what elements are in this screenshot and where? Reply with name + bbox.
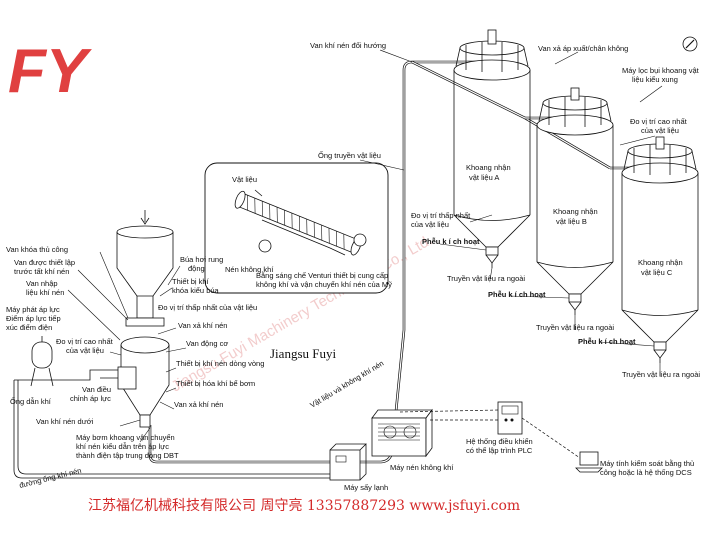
label-may-bom-1: Máy bơm khoang vận chuyển xyxy=(76,433,175,442)
label-van-dieu-1: Van điều xyxy=(82,385,111,394)
label-may-tinh-2: công hoặc là hệ thống DCS xyxy=(600,468,692,477)
leader-lines xyxy=(67,49,663,443)
refrigerated-dryer xyxy=(329,443,367,481)
label-van-nhap-1: Van nhập xyxy=(26,279,58,288)
label-may-phat-1: Máy phát áp lực xyxy=(6,305,60,314)
label-venturi-1: Bằng sáng chế Venturi thiết bị cung cấp xyxy=(256,271,388,280)
label-thiet-bi-khi-nen-dong-vong: Thiết bị khí nén dòng vòng xyxy=(176,359,264,368)
silo-a-name-line1: Khoang nhận xyxy=(466,163,511,172)
label-may-loc-bui-1: Máy lọc bụi khoang vật xyxy=(622,66,700,75)
label-bua-hoi-2: động xyxy=(188,264,205,273)
label-do-vi-tri-thap-a-1: Đo vị trí thấp nhất xyxy=(411,211,471,220)
label-van-xa-khi-non: Van xả khí nén xyxy=(178,321,227,330)
label-phieu-kich-hoat-b: Phễu k í ch hoạt xyxy=(488,290,546,299)
feed-hopper xyxy=(116,210,174,327)
silo-c: Khoang nhận vật liệu C xyxy=(621,136,699,363)
label-bua-hoi-1: Búa hơi rung xyxy=(180,255,223,264)
label-van-duoc-thiet-lap-2: trước tất khí nén xyxy=(14,267,69,276)
label-venturi-2: không khí và vận chuyển khí nén của Mỹ xyxy=(256,280,392,289)
label-may-say-lanh: Máy sấy lạnh xyxy=(344,483,388,492)
label-van-khi-nen-duoi: Van khí nén dưới xyxy=(36,417,94,426)
label-vat-lieu-va-khong-khi: Vật liệu và không khí nén xyxy=(308,359,385,410)
label-do-vi-tri-thap-a-2: của vật liệu xyxy=(411,220,449,229)
label-may-phat-2: Điểm áp lực tiếp xyxy=(6,314,61,323)
silo-b-name-line2: vật liệu B xyxy=(556,217,587,226)
fy-logo: FY xyxy=(8,37,93,106)
dcs-computer-icon xyxy=(575,451,603,473)
company-label: Jiangsu Fuyi xyxy=(270,346,336,361)
label-he-thong-1: Hệ thống điều khiển xyxy=(466,437,533,446)
pump-vessel xyxy=(100,336,170,428)
label-ong-truyen: Ống truyền vật liệu xyxy=(318,150,381,160)
silo-c-name-line1: Khoang nhận xyxy=(638,258,683,267)
label-ong-dan-khi: Ống dẫn khí xyxy=(10,396,52,406)
label-vat-lieu: Vật liệu xyxy=(232,175,257,184)
label-van-nhap-2: liệu khí nén xyxy=(26,288,64,297)
label-do-vi-tri-cao-2: của vật liệu xyxy=(641,126,679,135)
label-truyen-ra-ngoai-c: Truyền vật liệu ra ngoài xyxy=(622,370,700,379)
venturi-inset xyxy=(204,162,389,294)
label-may-loc-bui-2: liệu kiểu xung xyxy=(632,75,678,84)
label-van-xa-ap-xuat: Van xả áp xuất/chân không xyxy=(538,44,628,53)
label-he-thong-2: có thể lập trình PLC xyxy=(466,446,533,455)
label-van-dong-co: Van động cơ xyxy=(186,339,228,348)
label-truyen-ra-ngoai-a: Truyền vật liệu ra ngoài xyxy=(447,274,525,283)
silo-a-name-line2: vật liệu A xyxy=(469,173,499,182)
label-do-vi-tri-thap: Đo vị trí thấp nhất của vật liệu xyxy=(158,303,257,312)
label-thiet-bi-hoa-khi: Thiết bị hóa khí bể bơm xyxy=(176,379,255,388)
label-do-vi-tri-cao-1: Đo vị trí cao nhất xyxy=(630,117,688,126)
label-van-xa-khi-nen-2: Van xả khí nén xyxy=(174,400,223,409)
label-phieu-kich-hoat-c: Phễu k í ch hoạt xyxy=(578,337,636,346)
label-thiet-bi-khoa-2: khóa kiểu búa xyxy=(172,286,220,295)
silo-b-name-line1: Khoang nhận xyxy=(553,207,598,216)
label-nen-khong-khi: Nén không khí xyxy=(225,265,274,274)
label-van-dieu-2: chỉnh áp lực xyxy=(70,394,111,403)
label-thiet-bi-khoa-1: Thiết bị khí xyxy=(172,277,210,286)
silo-b: Khoang nhận vật liệu B xyxy=(536,87,614,315)
pressure-tank xyxy=(30,336,54,387)
footer-contact: 江苏福亿机械科技有限公司 周守亮 13357887293 www.jsfuyi.… xyxy=(88,497,520,514)
label-may-bom-3: thành điện tập trung dòng DBT xyxy=(76,451,179,460)
silo-c-name-line2: vật liệu C xyxy=(641,268,673,277)
diagram-labels: Van khí nén đổi hướng Van xả áp xuất/châ… xyxy=(6,41,700,492)
label-phieu-kich-hoat-a: Phễu k í ch hoạt xyxy=(422,237,480,246)
label-van-khi-non-doi-huong: Van khí nén đổi hướng xyxy=(310,41,386,50)
label-van-khoa-thu-cong: Van khóa thủ công xyxy=(6,245,68,254)
label-do-vi-tri-cao-bom-1: Đo vị trí cao nhất xyxy=(56,337,114,346)
label-van-duoc-thiet-lap-1: Van được thiết lập xyxy=(14,258,75,267)
label-do-vi-tri-cao-bom-2: của vật liệu xyxy=(66,346,104,355)
air-compressor xyxy=(371,408,433,458)
label-may-tinh-1: Máy tính kiểm soát bằng thủ xyxy=(600,459,694,468)
silo-a: Khoang nhận vật liệu A xyxy=(453,29,531,268)
label-may-phat-3: xúc điểm điện xyxy=(6,323,52,332)
label-may-nen-khong-khi: Máy nén không khí xyxy=(390,463,454,472)
north-arrow-icon xyxy=(682,36,698,52)
plc-cabinet xyxy=(497,401,523,435)
label-may-bom-2: khí nén kiểu dẫn trên áp lực xyxy=(76,442,169,451)
